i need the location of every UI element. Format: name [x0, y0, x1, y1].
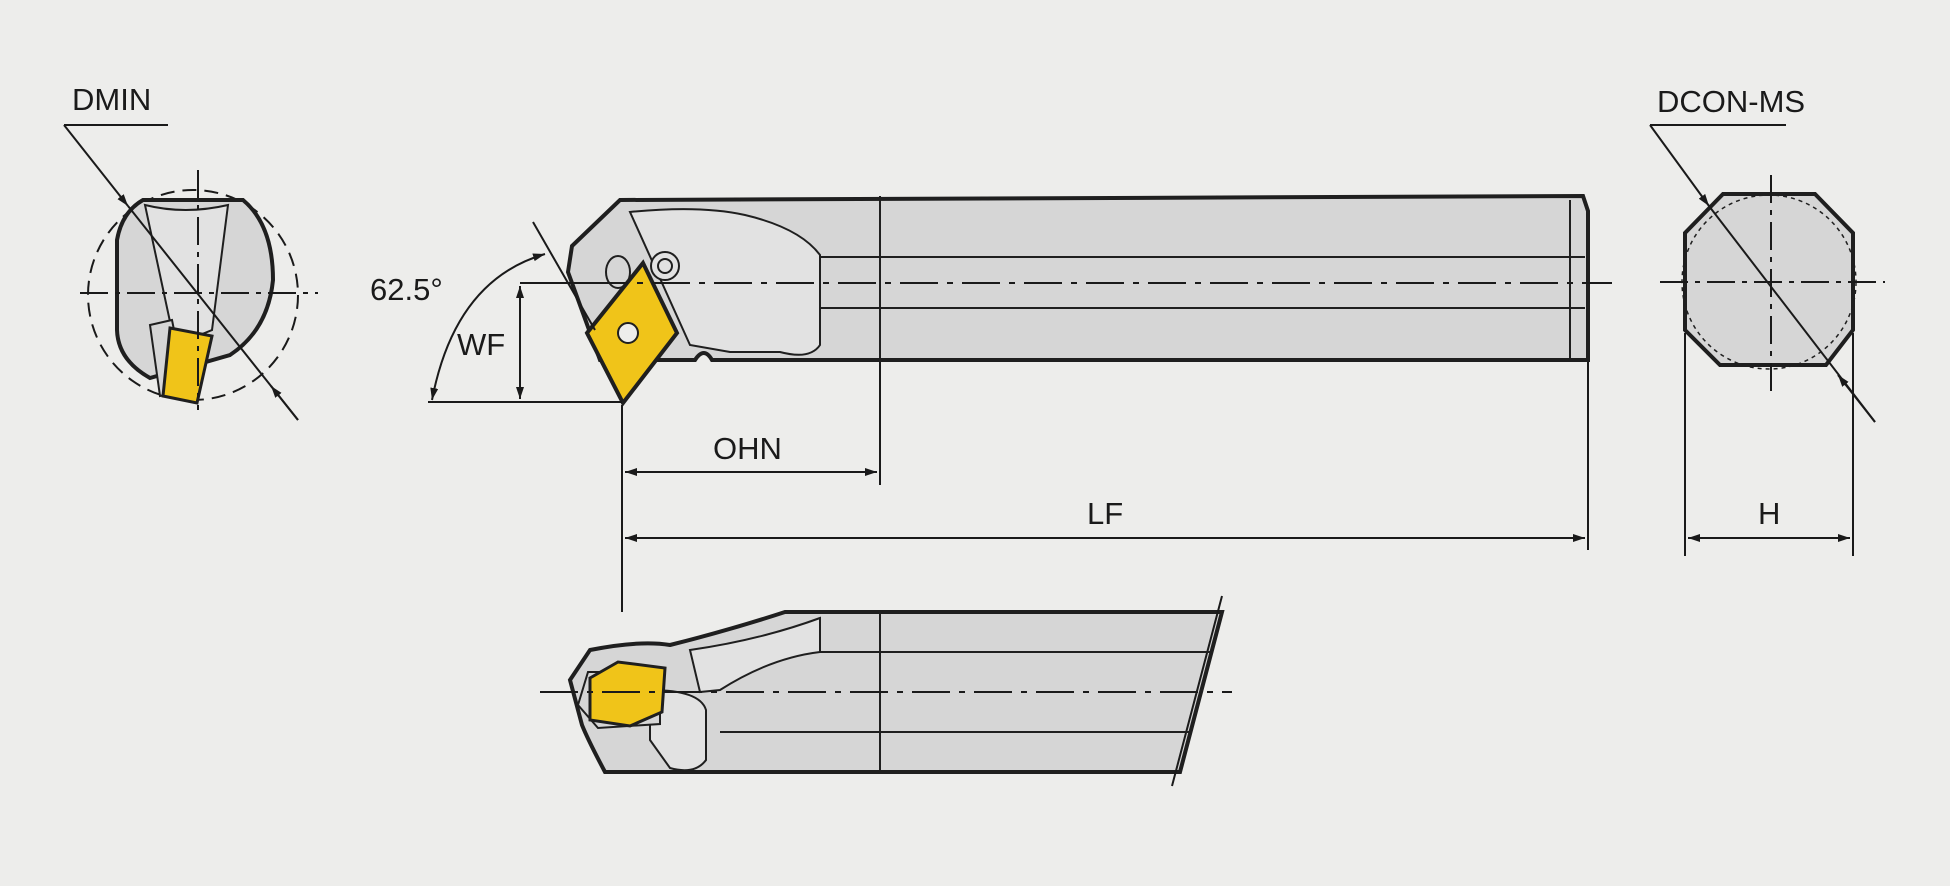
wf-label: WF — [457, 327, 505, 362]
insert-left — [161, 326, 214, 405]
pin-hole — [605, 255, 631, 289]
chip-flute-main — [628, 208, 821, 356]
ohn-label: OHN — [713, 431, 782, 466]
bottom-view — [540, 595, 1232, 787]
angle-arc — [430, 253, 546, 401]
dmin-leader-arrow-2 — [270, 385, 299, 421]
angle-extension-line — [532, 221, 596, 331]
dcon-leader-arrow — [1649, 124, 1710, 207]
dmin-label: DMIN — [72, 82, 151, 117]
end-view-left: DMIN — [63, 82, 318, 421]
insert-hole — [617, 322, 639, 344]
ohn-dimension: OHN — [621, 362, 881, 612]
dmin-leader-arrow — [63, 124, 129, 207]
main-side-view — [565, 193, 1612, 407]
insert-bottom — [588, 660, 667, 728]
wf-dimension: WF — [428, 282, 622, 403]
lf-dimension: LF — [625, 362, 1589, 550]
bottom-flute — [688, 616, 821, 694]
dcon-ms-label: DCON-MS — [1657, 84, 1805, 119]
dcon-leader-arrow-2 — [1837, 374, 1876, 423]
hex-socket — [657, 258, 673, 274]
lf-label: LF — [1087, 496, 1123, 531]
end-view-right: DCON-MS H — [1649, 84, 1885, 556]
shank-section — [1683, 192, 1855, 367]
angle-dimension: 62.5° — [370, 221, 596, 401]
clamp-screw — [650, 251, 680, 281]
dmin-leader-line — [127, 205, 299, 421]
h-label: H — [1758, 496, 1780, 531]
angle-label: 62.5° — [370, 272, 443, 307]
